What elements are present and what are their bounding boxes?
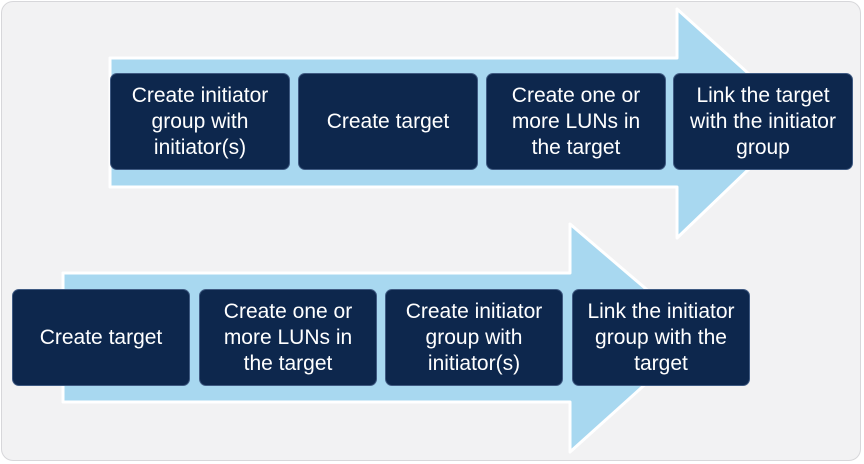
bottom-step-1-label: Create target — [39, 325, 163, 349]
top-step-create-target: Create target — [298, 73, 478, 170]
bottom-flow-arrow — [61, 222, 702, 454]
top-step-1-label: Create initiator group with initiator(s) — [131, 83, 269, 159]
bottom-step-create-luns: Create one or more LUNs in the target — [199, 289, 377, 386]
bottom-step-4-label: Link the initiator group with the target — [587, 299, 735, 375]
bottom-step-link-initiator-group: Link the initiator group with the target — [572, 289, 750, 386]
bottom-step-create-initiator-group: Create initiator group with initiator(s) — [385, 289, 563, 386]
top-step-create-initiator-group: Create initiator group with initiator(s) — [110, 73, 290, 170]
top-step-4-label: Link the target with the initiator group — [690, 83, 836, 159]
top-step-link-target: Link the target with the initiator group — [673, 73, 853, 170]
bottom-step-create-target: Create target — [12, 289, 190, 386]
top-step-2-label: Create target — [326, 109, 450, 133]
bottom-step-3-label: Create initiator group with initiator(s) — [405, 299, 543, 375]
top-step-create-luns: Create one or more LUNs in the target — [486, 73, 666, 170]
bottom-step-2-label: Create one or more LUNs in the target — [223, 299, 353, 375]
top-step-3-label: Create one or more LUNs in the target — [511, 83, 641, 159]
